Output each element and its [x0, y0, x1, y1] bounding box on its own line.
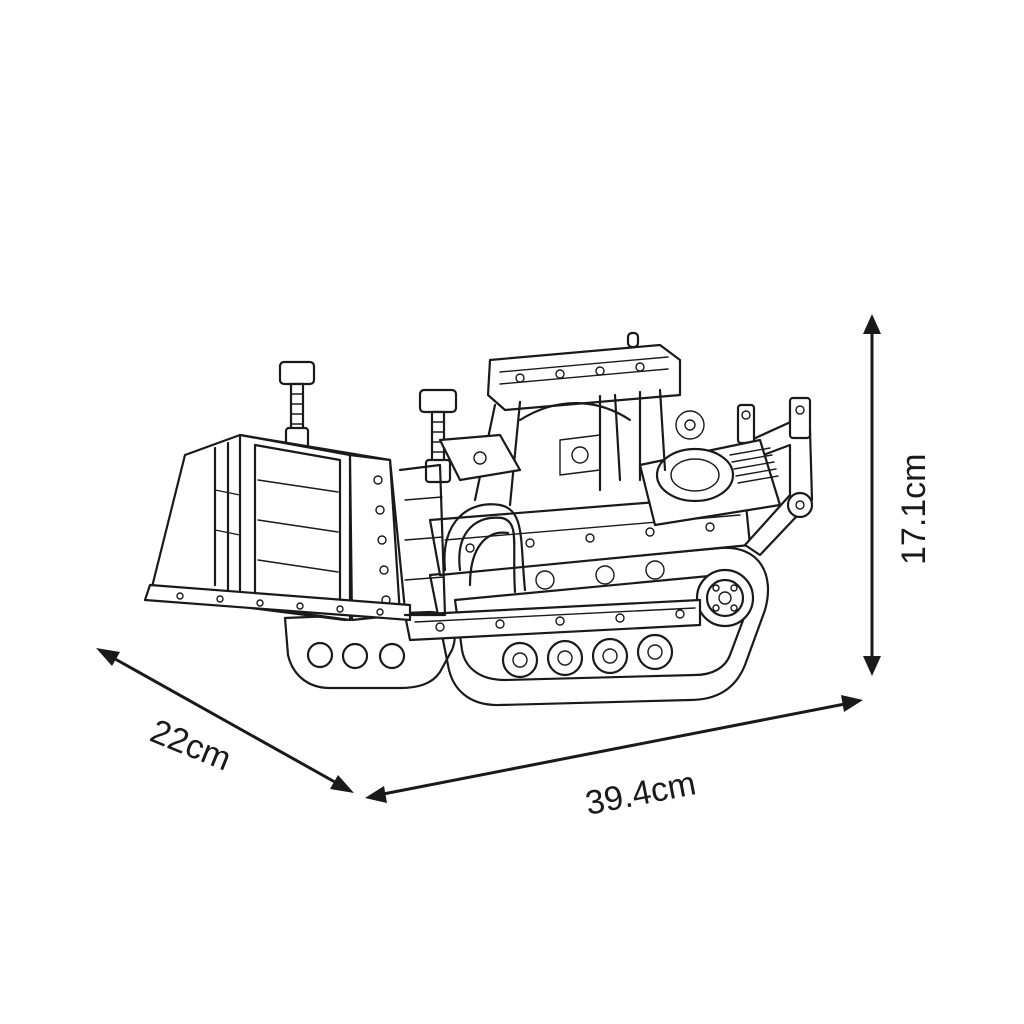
height-dimension: 17.1cm [863, 314, 933, 676]
track-wheels [501, 633, 674, 679]
front-blade [143, 433, 447, 622]
depth-dimension: 22cm [96, 648, 354, 793]
bulldozer-drawing [143, 331, 814, 707]
engine-block [638, 410, 782, 527]
operator-cab [473, 331, 682, 507]
height-label: 17.1cm [895, 454, 933, 566]
hydraulic-hoses [443, 503, 527, 594]
drive-sprocket [695, 568, 755, 628]
length-dimension: 39.4cm [365, 695, 863, 823]
right-track [428, 546, 770, 707]
depth-label: 22cm [145, 712, 236, 778]
lift-cylinders [278, 360, 522, 484]
length-label: 39.4cm [582, 764, 699, 823]
